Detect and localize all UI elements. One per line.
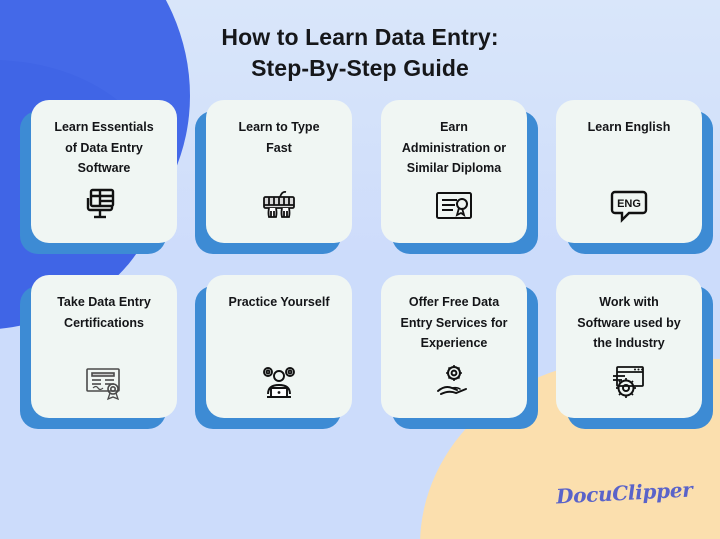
step-card-2-label-line-1: Learn to Type [238, 120, 320, 134]
page-title: How to Learn Data Entry: Step-By-Step Gu… [0, 22, 720, 83]
step-card-2-label-line-2: Fast [266, 140, 292, 155]
person-laptop-gears-icon [255, 360, 303, 402]
page-title-line-2: Step-By-Step Guide [251, 54, 469, 81]
steps-grid: Learn Essentials of Data Entry Software [0, 100, 720, 450]
certificate-seal-icon [80, 360, 128, 402]
step-card-1[interactable]: Learn Essentials of Data Entry Software [20, 100, 177, 254]
step-card-7[interactable]: Offer Free Data Entry Services for Exper… [381, 275, 538, 429]
speech-bubble-eng-text: ENG [617, 198, 641, 210]
step-card-4-face[interactable]: Learn English ENG [556, 100, 702, 243]
step-card-3[interactable]: Earn Administration or Similar Diploma [381, 100, 538, 254]
step-card-1-face[interactable]: Learn Essentials of Data Entry Software [31, 100, 177, 243]
step-card-5-label: Take Data Entry Certifications [40, 292, 168, 333]
step-card-3-face[interactable]: Earn Administration or Similar Diploma [381, 100, 527, 243]
browser-window-gear-icon [605, 360, 653, 402]
steps-row-2: Take Data Entry Certifications [0, 275, 720, 450]
step-card-4-label: Learn English [565, 117, 693, 138]
steps-row-1: Learn Essentials of Data Entry Software [0, 100, 720, 275]
step-card-1-label-line-3: Software [77, 161, 131, 176]
step-card-7-face[interactable]: Offer Free Data Entry Services for Exper… [381, 275, 527, 418]
step-card-8-label-line-1: Work with [599, 295, 659, 309]
step-card-8-label-line-2: Software used by [577, 315, 681, 330]
step-card-1-label-line-1: Learn Essentials [54, 120, 154, 134]
step-card-8-label-line-3: the Industry [593, 336, 665, 351]
hand-holding-gear-icon [430, 360, 478, 402]
step-card-7-label-line-2: Entry Services for [400, 315, 508, 330]
step-card-2[interactable]: Learn to Type Fast [195, 100, 352, 254]
step-card-8-face[interactable]: Work with Software used by the Industry [556, 275, 702, 418]
step-card-7-label: Offer Free Data Entry Services for Exper… [390, 292, 518, 354]
step-card-3-label: Earn Administration or Similar Diploma [390, 117, 518, 179]
step-card-2-label: Learn to Type Fast [215, 117, 343, 158]
step-card-6-label-line-1: Practice Yourself [228, 295, 330, 309]
step-card-8[interactable]: Work with Software used by the Industry [556, 275, 713, 429]
step-card-6-face[interactable]: Practice Yourself [206, 275, 352, 418]
keyboard-hands-icon [255, 185, 303, 227]
step-card-1-label: Learn Essentials of Data Entry Software [40, 117, 168, 179]
speech-bubble-eng-icon: ENG [605, 185, 653, 227]
step-card-6[interactable]: Practice Yourself [195, 275, 352, 429]
page-title-line-1: How to Learn Data Entry: [221, 24, 499, 50]
step-card-1-label-line-2: of Data Entry [65, 140, 143, 155]
step-card-3-label-line-1: Earn [440, 120, 468, 134]
step-card-4[interactable]: Learn English ENG [556, 100, 713, 254]
step-card-6-label: Practice Yourself [215, 292, 343, 313]
step-card-3-label-line-2: Administration or [401, 140, 507, 155]
step-card-5-label-line-1: Take Data Entry [57, 295, 151, 309]
step-card-7-label-line-1: Offer Free Data [408, 295, 500, 309]
step-card-8-label: Work with Software used by the Industry [565, 292, 693, 354]
step-card-3-label-line-3: Similar Diploma [406, 161, 502, 176]
step-card-5-face[interactable]: Take Data Entry Certifications [31, 275, 177, 418]
monitor-spreadsheet-icon [80, 185, 128, 227]
step-card-5-label-line-2: Certifications [64, 315, 144, 330]
diploma-ribbon-icon [430, 185, 478, 227]
step-card-2-face[interactable]: Learn to Type Fast [206, 100, 352, 243]
step-card-7-label-line-3: Experience [420, 336, 488, 351]
step-card-4-label-line-1: Learn English [587, 120, 671, 134]
step-card-5[interactable]: Take Data Entry Certifications [20, 275, 177, 429]
